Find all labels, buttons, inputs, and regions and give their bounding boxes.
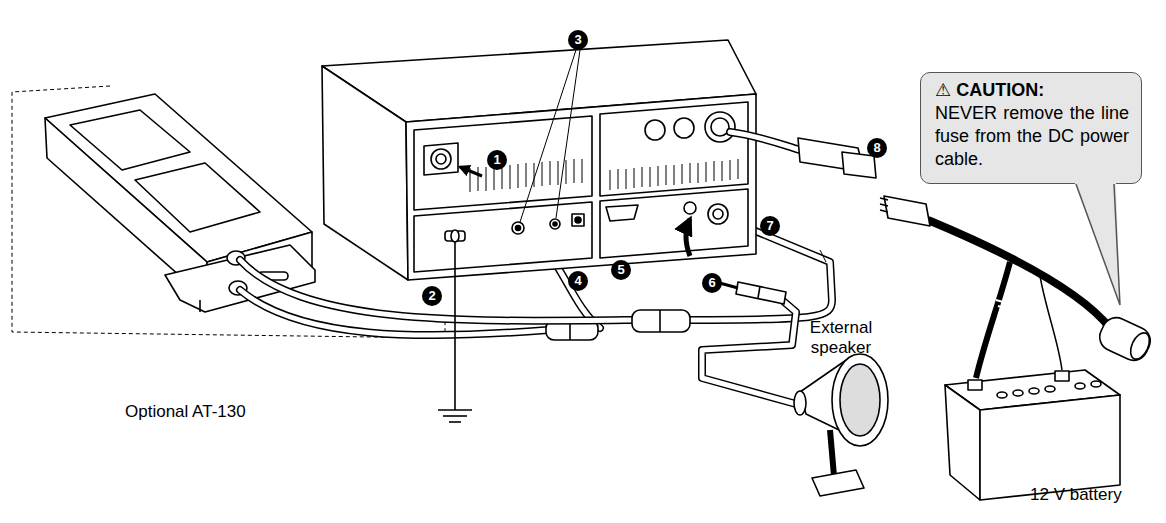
transceiver-part bbox=[708, 204, 728, 224]
transceiver-part bbox=[436, 154, 446, 164]
caution-box: ⚠ CAUTION:NEVER remove the line fuse fro… bbox=[920, 72, 1142, 184]
transceiver-part bbox=[674, 118, 694, 138]
callout-number: 2 bbox=[422, 286, 442, 306]
transceiver-part bbox=[424, 143, 458, 175]
transceiver-part bbox=[553, 222, 557, 226]
callout-number: 7 bbox=[760, 216, 780, 236]
transceiver-part bbox=[610, 159, 738, 190]
ground-symbol-part bbox=[454, 242, 456, 410]
transceiver-part bbox=[516, 226, 521, 231]
speaker-part bbox=[794, 391, 806, 415]
caution-heading: ⚠ CAUTION: bbox=[935, 79, 1129, 102]
ground-symbol bbox=[438, 242, 472, 422]
transceiver-part bbox=[550, 219, 560, 229]
dc-power-cable-part bbox=[880, 198, 888, 212]
dc-power-cable-part bbox=[1127, 330, 1153, 362]
antenna-tuner-part bbox=[70, 110, 190, 170]
callout-number: 5 bbox=[611, 260, 631, 280]
insert-arrow-part bbox=[686, 219, 690, 256]
dc-power-cable-part bbox=[928, 220, 1110, 328]
part-label: External speaker bbox=[800, 318, 882, 358]
ground-symbol-part bbox=[449, 421, 461, 423]
antenna-tuner-part bbox=[135, 163, 260, 232]
insert-arrow-part bbox=[460, 167, 482, 176]
antenna-tuner-part bbox=[165, 245, 315, 312]
transceiver-part bbox=[606, 205, 638, 221]
battery-part bbox=[997, 392, 1007, 398]
ground-symbol-part bbox=[438, 409, 472, 411]
battery-part bbox=[1091, 381, 1101, 387]
transceiver-part bbox=[575, 217, 581, 223]
speaker bbox=[702, 282, 888, 496]
antenna-tuner-part bbox=[199, 300, 201, 312]
dc-power-cable-part bbox=[884, 196, 930, 226]
insert-arrow bbox=[460, 167, 690, 256]
transceiver-part bbox=[406, 94, 756, 280]
speaker-part bbox=[830, 430, 834, 476]
caution-text: NEVER remove the line fuse from the DC p… bbox=[935, 102, 1129, 171]
part-label: 12 V battery bbox=[1030, 485, 1122, 505]
transceiver-part bbox=[600, 102, 748, 196]
antenna-tuner bbox=[45, 94, 315, 312]
transceiver bbox=[322, 40, 756, 280]
part-label: Optional AT-130 bbox=[125, 402, 246, 422]
speaker-part bbox=[812, 470, 864, 496]
transceiver-part bbox=[451, 230, 459, 242]
illustration-part bbox=[12, 40, 1155, 500]
control-cable-part bbox=[659, 310, 661, 332]
transceiver-part bbox=[414, 116, 592, 210]
control-cable-part bbox=[820, 250, 826, 262]
dc-power-cable-part bbox=[730, 132, 800, 150]
battery-part bbox=[968, 380, 982, 390]
transceiver-part bbox=[431, 149, 451, 169]
callout-tail-part bbox=[1074, 181, 1120, 305]
battery-part bbox=[1045, 386, 1055, 392]
dc-power-cable-part bbox=[976, 262, 1010, 378]
callout-tail-part bbox=[1076, 184, 1120, 305]
transceiver-part bbox=[470, 159, 582, 192]
leader-line bbox=[520, 50, 580, 222]
callout-tail bbox=[1074, 181, 1120, 305]
transceiver-part bbox=[600, 189, 748, 258]
battery-part bbox=[1075, 383, 1085, 389]
transceiver-part bbox=[572, 214, 584, 226]
transceiver-part bbox=[512, 222, 524, 234]
battery-part bbox=[980, 395, 1120, 500]
dc-power-cable-part bbox=[1095, 313, 1155, 365]
control-cable-part bbox=[632, 310, 690, 332]
speaker-part bbox=[840, 364, 880, 436]
speaker-part bbox=[702, 300, 796, 404]
transceiver-part bbox=[414, 202, 592, 272]
battery-part bbox=[1013, 390, 1023, 396]
battery-part bbox=[1055, 371, 1069, 381]
leader-line-part bbox=[556, 50, 580, 218]
callout-number: 6 bbox=[702, 273, 722, 293]
transceiver-part bbox=[684, 202, 696, 214]
speaker-part bbox=[832, 354, 888, 446]
speaker-part bbox=[758, 286, 760, 298]
battery-part bbox=[945, 385, 980, 500]
dc-power-cable-part bbox=[996, 300, 1012, 310]
dc-power-cable-part bbox=[1040, 276, 1062, 370]
transceiver-part bbox=[322, 66, 408, 280]
callout-number: 8 bbox=[867, 138, 887, 158]
transceiver-part bbox=[645, 120, 665, 140]
callout-number: 4 bbox=[568, 271, 588, 291]
dc-power-cable-part bbox=[730, 132, 800, 150]
speaker-part bbox=[702, 300, 796, 404]
callout-number: 3 bbox=[568, 30, 588, 50]
transceiver-part bbox=[713, 209, 723, 219]
transceiver-part bbox=[705, 112, 735, 142]
battery bbox=[945, 370, 1120, 500]
transceiver-part bbox=[445, 231, 465, 241]
speaker-part bbox=[736, 282, 786, 304]
ground-symbol-part bbox=[443, 415, 467, 417]
battery-part bbox=[1029, 388, 1039, 394]
callout-number: 1 bbox=[487, 150, 507, 170]
